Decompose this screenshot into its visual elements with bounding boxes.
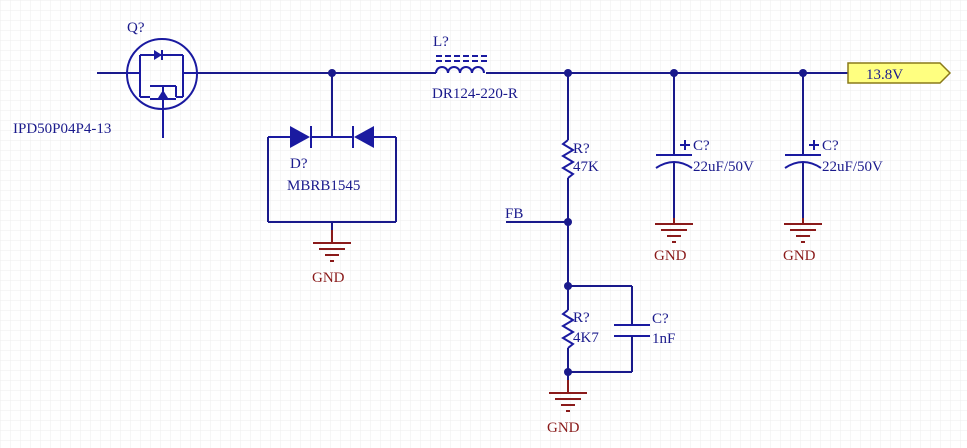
- mosfet-ref-label: Q?: [127, 20, 145, 36]
- fb-net-label: FB: [505, 206, 523, 222]
- capacitor-out2-value-label: 22uF/50V: [822, 159, 883, 175]
- ground-label: GND: [547, 420, 580, 436]
- capacitor-out1-symbol[interactable]: [655, 140, 693, 169]
- resistor-bottom-value-label: 4K7: [573, 330, 599, 346]
- ground-symbol: [784, 218, 822, 243]
- ground-symbol: [549, 380, 587, 412]
- ground-label: GND: [654, 248, 687, 264]
- inductor-part-label: DR124-220-R: [432, 86, 518, 102]
- inductor-ref-label: L?: [433, 34, 449, 50]
- ground-label: GND: [312, 270, 345, 286]
- output-port[interactable]: 13.8V: [847, 62, 952, 84]
- resistor-top-ref-label: R?: [573, 141, 590, 157]
- resistor-bottom-symbol[interactable]: [561, 309, 575, 349]
- diode-part-label: MBRB1545: [287, 178, 360, 194]
- resistor-top-value-label: 47K: [573, 159, 599, 175]
- diode-ref-label: D?: [290, 156, 308, 172]
- resistor-bottom-ref-label: R?: [573, 310, 590, 326]
- inductor-symbol[interactable]: [435, 55, 488, 74]
- capacitor-out2-ref-label: C?: [822, 138, 839, 154]
- diode-symbol[interactable]: [267, 73, 397, 238]
- junction-dot: [564, 368, 572, 376]
- mosfet-symbol[interactable]: [126, 38, 198, 138]
- capacitor-out1-value-label: 22uF/50V: [693, 159, 754, 175]
- junction-dot: [564, 218, 572, 226]
- capacitor-ff-value-label: 1nF: [652, 331, 675, 347]
- output-port-label: 13.8V: [866, 67, 903, 83]
- ground-symbol: [655, 218, 693, 243]
- mosfet-part-label: IPD50P04P4-13: [13, 121, 111, 137]
- capacitor-ff-ref-label: C?: [652, 311, 669, 327]
- ground-label: GND: [783, 248, 816, 264]
- resistor-top-symbol[interactable]: [561, 139, 575, 179]
- capacitor-out2-symbol[interactable]: [784, 140, 822, 169]
- ground-symbol: [313, 230, 351, 262]
- capacitor-out1-ref-label: C?: [693, 138, 710, 154]
